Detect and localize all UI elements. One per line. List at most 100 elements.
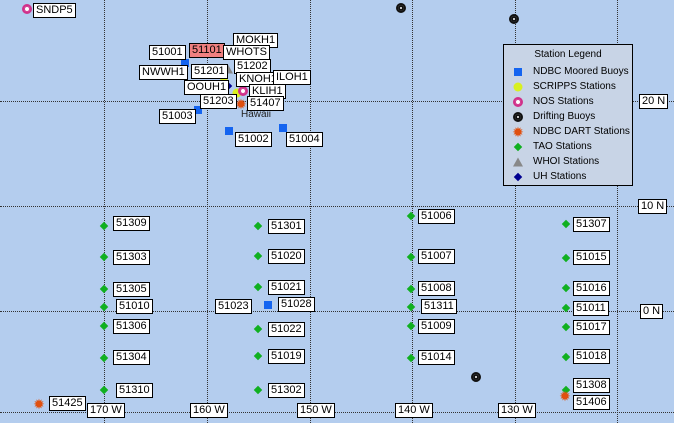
drift-marker-icon[interactable]: [509, 14, 519, 24]
station-label-51311[interactable]: 51311: [421, 299, 457, 314]
legend-item-tao: TAO Stations: [504, 139, 632, 154]
meridian-line: [207, 0, 208, 423]
station-label-51203[interactable]: 51203: [200, 94, 237, 109]
station-label-51304[interactable]: 51304: [113, 350, 150, 365]
nos-marker-icon[interactable]: [22, 4, 32, 14]
tao-marker-icon[interactable]: [253, 385, 263, 395]
ndbc-marker-icon[interactable]: [194, 106, 202, 114]
station-label-51310[interactable]: 51310: [116, 383, 153, 398]
tao-marker-icon: [513, 142, 523, 152]
station-label-51303[interactable]: 51303: [113, 250, 150, 265]
ndbc-marker-icon[interactable]: [225, 127, 233, 135]
tao-marker-icon[interactable]: [253, 221, 263, 231]
tao-marker-icon[interactable]: [406, 353, 416, 363]
station-label-51011[interactable]: 51011: [573, 301, 609, 316]
station-label-ILOH1[interactable]: ILOH1: [273, 70, 311, 85]
station-label-51023[interactable]: 51023: [215, 299, 252, 314]
station-label-51007[interactable]: 51007: [418, 249, 455, 264]
drift-marker-icon[interactable]: [471, 372, 481, 382]
scripps-marker-icon[interactable]: [232, 88, 242, 98]
tao-marker-icon[interactable]: [253, 324, 263, 334]
station-label-51001[interactable]: 51001: [149, 45, 186, 60]
ndbc-marker-icon[interactable]: [264, 301, 272, 309]
legend-item-label: NDBC Moored Buoys: [533, 66, 629, 77]
station-label-51004[interactable]: 51004: [286, 132, 323, 147]
drift-marker-icon[interactable]: [396, 3, 406, 13]
station-label-51305[interactable]: 51305: [113, 282, 150, 297]
tao-marker-icon[interactable]: [99, 353, 109, 363]
whoi-marker-icon: [513, 157, 523, 167]
tao-marker-icon[interactable]: [99, 302, 109, 312]
station-label-51019[interactable]: 51019: [268, 349, 305, 364]
station-label-51202[interactable]: 51202: [234, 59, 271, 74]
tao-marker-icon[interactable]: [99, 284, 109, 294]
tao-marker-icon[interactable]: [561, 322, 571, 332]
tao-marker-icon[interactable]: [253, 251, 263, 261]
tao-marker-icon[interactable]: [406, 284, 416, 294]
station-label-SNDP5[interactable]: SNDP5: [33, 3, 76, 18]
station-label-51022[interactable]: 51022: [268, 322, 305, 337]
station-label-OOUH1[interactable]: OOUH1: [184, 80, 230, 95]
tao-marker-icon[interactable]: [561, 283, 571, 293]
station-label-NWWH1[interactable]: NWWH1: [139, 65, 188, 80]
tao-marker-icon[interactable]: [99, 252, 109, 262]
station-label-51101[interactable]: 51101: [189, 43, 225, 58]
station-label-51015[interactable]: 51015: [573, 250, 610, 265]
legend-item-uh: UH Stations: [504, 169, 632, 184]
nos-marker-icon[interactable]: [238, 86, 248, 96]
meridian-line: [104, 0, 105, 423]
ndbc-marker-icon[interactable]: [279, 124, 287, 132]
dart-marker-icon[interactable]: ✹: [33, 396, 45, 412]
station-label-51406[interactable]: 51406: [573, 395, 610, 410]
station-label-51016[interactable]: 51016: [573, 281, 610, 296]
station-label-51308[interactable]: 51308: [573, 378, 610, 393]
station-label-51302[interactable]: 51302: [268, 383, 305, 398]
tao-marker-icon[interactable]: [406, 321, 416, 331]
station-label-51309[interactable]: 51309: [113, 216, 150, 231]
nos-marker-icon: [513, 97, 523, 107]
station-label-51021[interactable]: 51021: [268, 280, 305, 295]
station-label-51014[interactable]: 51014: [418, 350, 455, 365]
tao-marker-icon[interactable]: [406, 252, 416, 262]
station-label-51009[interactable]: 51009: [418, 319, 455, 334]
station-label-51017[interactable]: 51017: [573, 320, 610, 335]
tao-marker-icon[interactable]: [561, 253, 571, 263]
station-label-51306[interactable]: 51306: [113, 319, 150, 334]
tao-marker-icon[interactable]: [561, 352, 571, 362]
ndbc-marker-icon[interactable]: [181, 59, 189, 67]
dart-marker-icon[interactable]: ✹: [235, 96, 247, 112]
longitude-label: 130 W: [498, 403, 536, 418]
station-label-51003[interactable]: 51003: [159, 109, 196, 124]
tao-marker-icon[interactable]: [406, 302, 416, 312]
station-label-51307[interactable]: 51307: [573, 217, 610, 232]
scripps-marker-icon: [513, 82, 523, 92]
station-label-51425[interactable]: 51425: [49, 396, 86, 411]
station-label-51020[interactable]: 51020: [268, 249, 305, 264]
station-label-KLIH1[interactable]: KLIH1: [249, 84, 286, 99]
meridian-line: [515, 0, 516, 423]
tao-marker-icon[interactable]: [561, 219, 571, 229]
station-label-WHOTS[interactable]: WHOTS: [223, 45, 270, 60]
station-label-51301[interactable]: 51301: [268, 219, 305, 234]
tao-marker-icon[interactable]: [406, 211, 416, 221]
tao-marker-icon[interactable]: [99, 221, 109, 231]
tao-marker-icon[interactable]: [253, 282, 263, 292]
tao-marker-icon[interactable]: [99, 321, 109, 331]
station-label-51002[interactable]: 51002: [235, 132, 272, 147]
longitude-label: 160 W: [190, 403, 228, 418]
tao-marker-icon[interactable]: [253, 351, 263, 361]
station-label-KNOH1[interactable]: KNOH1: [236, 72, 280, 87]
tao-marker-icon[interactable]: [99, 385, 109, 395]
dart-marker-icon: ✹: [512, 124, 524, 140]
dart-marker-icon[interactable]: ✹: [559, 388, 571, 404]
station-label-51018[interactable]: 51018: [573, 349, 610, 364]
drift-marker-icon: [513, 112, 523, 122]
station-label-51028[interactable]: 51028: [278, 297, 315, 312]
whoi-marker-icon[interactable]: [223, 64, 233, 74]
station-label-51006[interactable]: 51006: [418, 209, 455, 224]
station-label-51407[interactable]: 51407: [247, 96, 284, 111]
station-label-51010[interactable]: 51010: [116, 299, 153, 314]
station-label-51201[interactable]: 51201: [191, 64, 228, 79]
station-label-51008[interactable]: 51008: [418, 281, 455, 296]
parallel-line: [0, 101, 674, 102]
